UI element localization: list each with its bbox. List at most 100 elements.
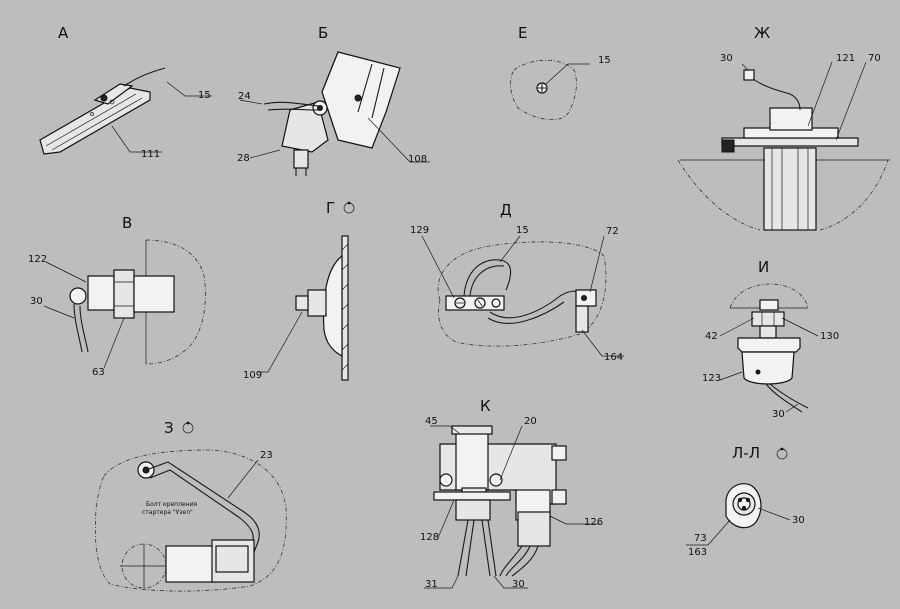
view-label-ll: Л-Л [732,444,760,462]
terminal-left [439,473,453,487]
leader-k-45 [430,425,461,435]
leader-v-30 [43,305,75,319]
leader-zh-70 [835,61,867,141]
leader-ll-30 [757,507,791,521]
view-label-v: В [122,214,132,232]
view-label-e: Е [518,24,527,42]
leader-z-23 [227,459,259,499]
view-label-k: К [480,397,491,415]
leader-d-72 [589,235,605,293]
part-130-nut [751,299,785,327]
view-v: В 122 30 63 [28,214,206,378]
callout-i-130: 130 [820,331,839,342]
leader-k-128 [437,499,455,539]
callout-k-30: 30 [512,579,525,590]
wire-31 [457,519,475,577]
wire-30-k [481,519,497,577]
leader-d-129 [421,235,455,299]
part-72-clamp [575,289,597,307]
part-121-body [769,107,813,131]
leader-i-30 [785,403,799,413]
view-e: Е 15 [510,24,611,121]
callout-k-45: 45 [425,416,438,427]
callout-v-30: 30 [30,296,43,307]
view-a: А 15 111 [39,24,212,160]
callout-k-128: 128 [420,532,439,543]
view-label-i: И [758,258,769,276]
note-bolt-line2: стартера "Узел" [142,509,193,516]
leader-zh-121 [807,61,833,127]
leader-k-30 [493,575,528,589]
view-label-zh: Ж [754,24,770,42]
part-109-body [307,289,327,317]
callout-ll-73: 73 [694,533,707,544]
rotation-symbol-icon-g [343,201,355,214]
leader-i-130 [781,317,819,337]
view-g: Г 109 [243,199,355,381]
leader-g-109 [258,311,303,373]
leader-d-15 [499,235,521,263]
callout-e-15: 15 [598,55,611,66]
view-i: И 42 130 123 30 [702,258,839,420]
terminal-right [489,473,503,487]
part-129-terminal-block [445,295,505,311]
callout-b-28: 28 [237,153,250,164]
leader-b-108 [367,117,430,163]
leader-i-123 [719,371,743,381]
view-label-d: Д [500,201,512,219]
view-z-contour [94,449,287,592]
view-v-contour [145,239,206,365]
callout-a-111: 111 [141,149,160,160]
view-label-g: Г [326,199,335,217]
part-shaft [721,139,817,231]
view-label-b: Б [318,24,328,42]
leader-i-42 [719,317,755,337]
callout-d-15: 15 [516,225,529,236]
wire-15-d [463,259,512,297]
wall-panel [341,235,349,381]
callout-d-129: 129 [410,225,429,236]
part-70-plate [721,127,859,147]
part-123-body [737,337,801,385]
leader-k-20 [499,425,523,481]
callout-b-108: 108 [408,154,427,165]
callout-ll-163: 163 [688,547,707,558]
leader-a-111 [111,125,162,153]
callout-ll-30: 30 [792,515,805,526]
part-neck [759,325,777,339]
wire-15 [123,67,166,87]
view-label-a: А [58,24,69,42]
wire-23 [145,461,260,553]
view-zh-contour [677,159,889,231]
part-63-nut [69,269,175,319]
wire-24 [263,101,319,107]
rotation-symbol-icon-ll [776,447,788,460]
callout-d-164: 164 [604,352,623,363]
callout-v-122: 122 [28,254,47,265]
part-73-connector [725,483,762,529]
note-bolt-line1: Болт крепления [146,501,197,508]
callout-b-24: 24 [238,91,251,102]
part-relay-body [165,545,215,583]
view-label-z: З [164,419,174,437]
part-126-relay [515,489,551,547]
leader-b-28 [249,149,281,159]
callout-i-30: 30 [772,409,785,420]
leader-k-31 [424,575,459,589]
callout-i-123: 123 [702,373,721,384]
callout-zh-70: 70 [868,53,881,64]
view-z: З Болт крепления стартера "Узел" 23 [94,419,287,592]
leader-b-24 [239,99,263,105]
callout-z-23: 23 [260,450,273,461]
view-d: Д 129 15 72 164 [410,201,624,363]
leader-ll-73 [686,519,731,546]
view-d-contour [437,241,607,347]
part-108-box [321,51,401,149]
wire-30-i [769,383,809,409]
view-k: К 45 20 126 128 31 30 [420,397,603,590]
callout-a-15: 15 [198,90,211,101]
callout-k-31: 31 [425,579,438,590]
wire-30-zh [751,77,801,111]
leader-a-15 [166,81,212,97]
